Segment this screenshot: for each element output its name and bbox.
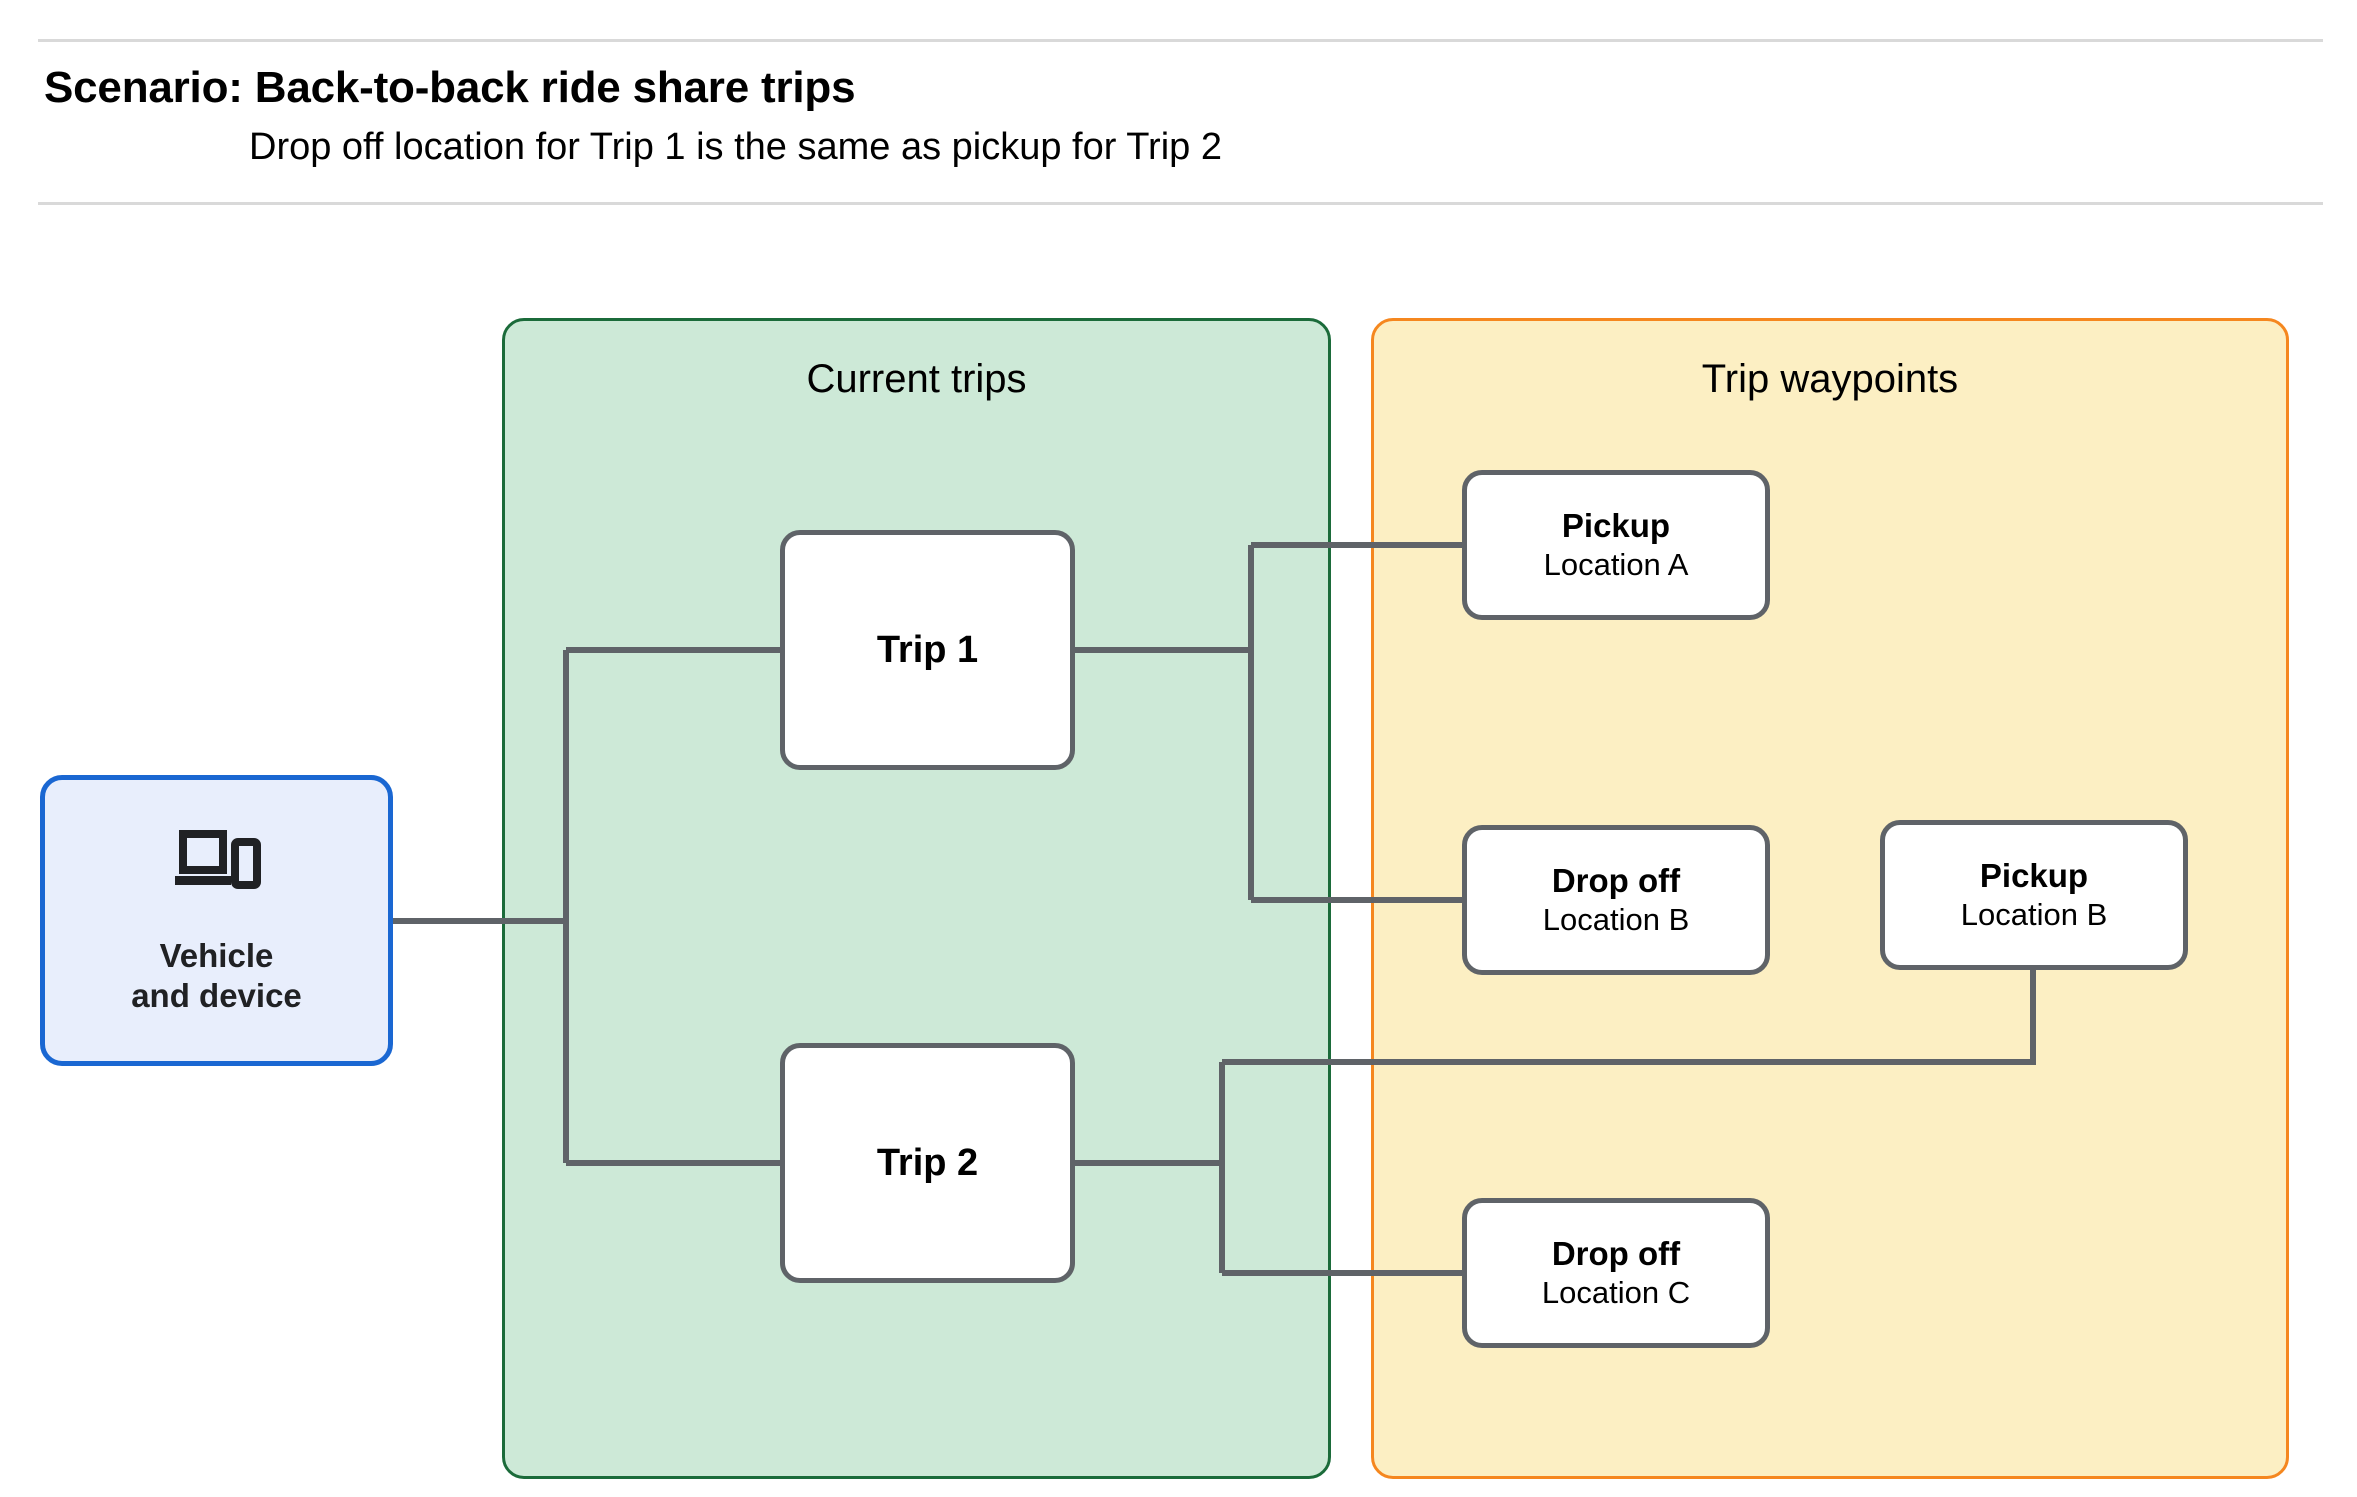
group-current-trips-title: Current trips [806,357,1027,401]
page-subtitle: Drop off location for Trip 1 is the same… [249,126,1222,168]
node-waypoint-pickup-b[interactable]: Pickup Location B [1880,820,2188,970]
page-title: Scenario: Back-to-back ride share trips [44,63,856,112]
group-current-trips: Current trips [502,318,1331,1479]
node-waypoint-dropoff-c-location: Location C [1541,1275,1691,1311]
node-waypoint-pickup-a-title: Pickup [1561,507,1671,544]
laptop-and-phone-icon [174,830,261,889]
node-waypoint-pickup-b-location: Location B [1960,897,2108,933]
header-divider-top [38,39,2323,42]
node-trip-1[interactable]: Trip 1 [780,530,1075,770]
node-vehicle-label-line-1: Vehicle [159,937,274,974]
node-waypoint-dropoff-c[interactable]: Drop off Location C [1462,1198,1770,1348]
node-vehicle-and-device[interactable]: Vehicle and device [40,775,393,1066]
node-waypoint-dropoff-b-location: Location B [1542,902,1690,938]
node-waypoint-dropoff-b[interactable]: Drop off Location B [1462,825,1770,975]
node-waypoint-pickup-b-title: Pickup [1979,857,2089,894]
header-divider-bottom [38,202,2323,205]
node-waypoint-dropoff-b-title: Drop off [1551,862,1681,899]
group-trip-waypoints-title: Trip waypoints [1701,357,1959,401]
node-vehicle-label-line-2: and device [131,977,302,1015]
node-waypoint-pickup-a-location: Location A [1543,547,1689,583]
node-waypoint-pickup-a[interactable]: Pickup Location A [1462,470,1770,620]
node-vehicle-label: Vehicle and device [131,936,302,1017]
node-trip-2[interactable]: Trip 2 [780,1043,1075,1283]
node-waypoint-dropoff-c-title: Drop off [1551,1235,1681,1272]
node-trip-1-label: Trip 1 [876,628,979,671]
node-trip-2-label: Trip 2 [876,1141,979,1184]
